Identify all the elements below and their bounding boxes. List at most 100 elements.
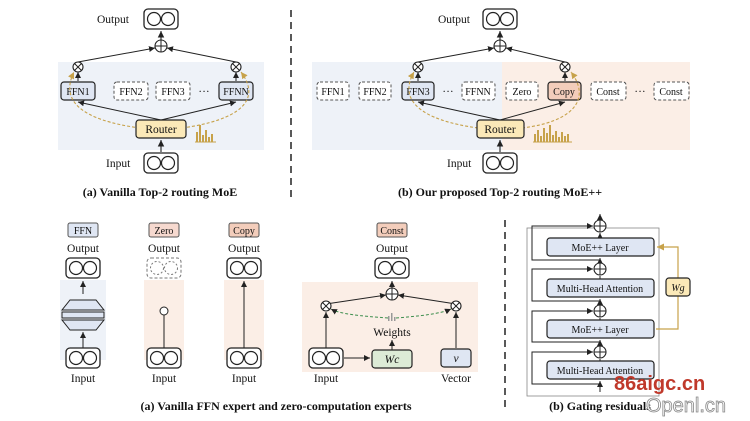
- tag-copy: [228, 222, 260, 238]
- expert-ffn3: [155, 81, 191, 101]
- zero-output-token-icon: [146, 257, 182, 279]
- expert-label: FFN1: [321, 87, 344, 98]
- wg-label: Wg: [671, 283, 684, 294]
- expert-zero: [505, 81, 539, 101]
- caption-a-bottom: (a) Vanilla FFN expert and zero-computat…: [140, 399, 411, 413]
- ellipsis: ···: [634, 86, 646, 98]
- multiply-icon: [559, 61, 571, 73]
- caption-b-bottom: (b) Gating residuals: [549, 399, 651, 413]
- ellipsis: ···: [442, 86, 454, 98]
- multiply-icon: [412, 61, 424, 73]
- router-box: [476, 119, 525, 139]
- multiply-icon: [230, 61, 242, 73]
- input-label: Input: [106, 158, 131, 170]
- expert-copy: [547, 81, 582, 101]
- panel-a-bottom: FFN Output Input Zero Output Input Copy …: [60, 222, 478, 413]
- sum-icon: [593, 345, 607, 359]
- output-label: Output: [67, 243, 100, 255]
- output-label: Output: [97, 14, 130, 26]
- expert-const: [653, 81, 690, 101]
- moe-layer-box: [546, 319, 655, 339]
- layer-label: Multi-Head Attention: [557, 366, 643, 377]
- router-label: Router: [145, 124, 176, 136]
- tag-label: FFN: [74, 226, 92, 237]
- expert-label: FFN1: [66, 87, 89, 98]
- layer-label: Multi-Head Attention: [557, 284, 643, 295]
- panel-b-bottom: MoE++ Layer Multi-Head Attention MoE++ L…: [526, 214, 691, 413]
- zero-terminal-icon: [159, 306, 169, 316]
- router-histogram-icon: [533, 125, 572, 143]
- sum-icon: [154, 39, 168, 53]
- tag-label: Const: [380, 226, 404, 237]
- ffn-expert-icon: [60, 299, 106, 331]
- tag-const: [376, 222, 408, 238]
- input-token-icon: [65, 347, 101, 369]
- panel-b-top-background-blue: [312, 62, 502, 150]
- router-histogram-icon: [195, 125, 216, 143]
- tag-ffn: [67, 222, 99, 238]
- expert-label: FFN3: [161, 87, 184, 98]
- moe-layer-box: [546, 237, 655, 257]
- tag-label: Copy: [233, 226, 255, 237]
- vector-label: Vector: [441, 373, 471, 385]
- wc-box: [371, 349, 413, 369]
- expert-const: [590, 81, 627, 101]
- caption-b-top: (b) Our proposed Top-2 routing MoE++: [398, 185, 602, 199]
- output-token-icon: [482, 8, 518, 30]
- output-label: Output: [228, 243, 261, 255]
- multiply-icon: [320, 300, 332, 312]
- output-label: Output: [148, 243, 181, 255]
- weights-histogram-icon: [388, 313, 396, 321]
- expert-label: FFN3: [406, 87, 429, 98]
- residual-stack-frame: [526, 227, 660, 397]
- output-token-icon: [374, 257, 410, 279]
- input-label: Input: [447, 158, 472, 170]
- layer-label: MoE++ Layer: [571, 243, 629, 254]
- expert-label: Const: [596, 87, 620, 98]
- input-label: Input: [314, 373, 339, 385]
- vector-symbol: v: [453, 353, 459, 365]
- panel-a-top: Output FFN1 FFN2 FFN3 ··· FFNN Router: [58, 8, 264, 199]
- input-token-icon: [143, 152, 179, 174]
- attention-box: [546, 360, 655, 380]
- expert-label: FFNN: [223, 87, 249, 98]
- weights-label: Weights: [373, 327, 411, 339]
- expert-ffnn: [218, 81, 254, 101]
- input-label: Input: [232, 373, 257, 385]
- sum-icon: [593, 304, 607, 318]
- caption-a-top: (a) Vanilla Top-2 routing MoE: [83, 185, 238, 199]
- sum-icon: [593, 219, 607, 233]
- expert-label: FFN2: [363, 87, 386, 98]
- input-label: Input: [71, 373, 96, 385]
- output-token-icon: [65, 257, 101, 279]
- expert-label: FFN2: [119, 87, 142, 98]
- watermark-line1: 86aigc.cn: [614, 373, 705, 395]
- router-box: [135, 119, 187, 139]
- expert-label: Zero: [513, 87, 532, 98]
- wc-label: Wc: [385, 354, 400, 366]
- layer-label: MoE++ Layer: [571, 325, 629, 336]
- router-label: Router: [484, 124, 515, 136]
- expert-label: FFNN: [465, 87, 491, 98]
- tag-zero: [148, 222, 180, 238]
- output-label: Output: [438, 14, 471, 26]
- multiply-icon: [72, 61, 84, 73]
- expert-ffnn: [461, 81, 496, 101]
- expert-ffn2: [113, 81, 149, 101]
- panel-b-top: Output FFN1 FFN2 FFN3 ··· FFNN Zero Copy…: [312, 8, 690, 199]
- input-token-icon: [308, 347, 344, 369]
- input-label: Input: [152, 373, 177, 385]
- multiply-icon: [450, 300, 462, 312]
- attention-box: [546, 278, 655, 298]
- expert-label: Copy: [553, 87, 575, 98]
- input-token-icon: [146, 347, 182, 369]
- expert-ffn1: [60, 81, 96, 101]
- input-token-icon: [482, 152, 518, 174]
- output-label: Output: [376, 243, 409, 255]
- vector-box: [440, 348, 472, 368]
- sum-icon: [593, 262, 607, 276]
- sum-icon: [493, 39, 507, 53]
- wg-box: [665, 277, 691, 297]
- output-token-icon: [226, 257, 262, 279]
